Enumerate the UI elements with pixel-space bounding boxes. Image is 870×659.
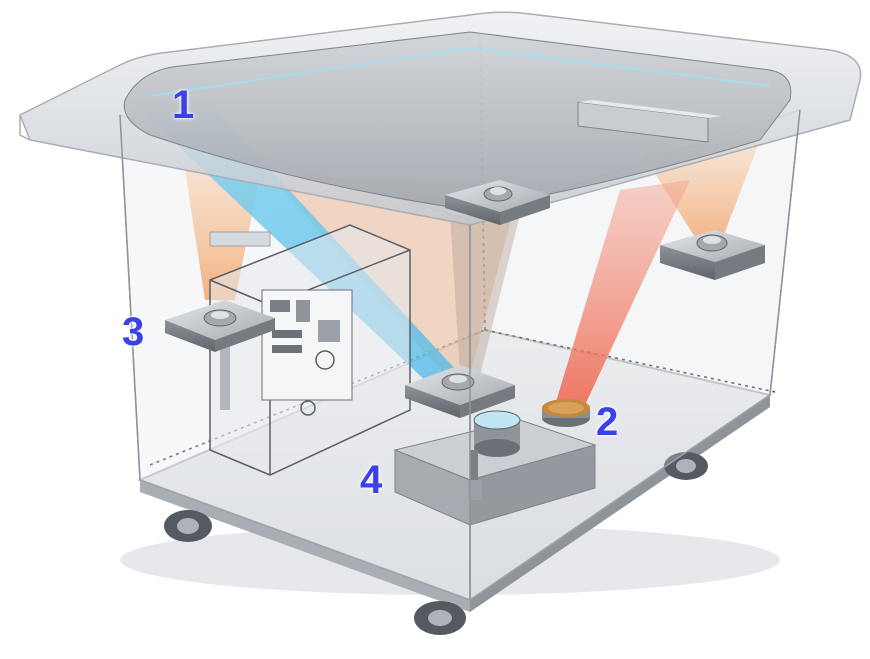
- red-beam: [555, 180, 690, 405]
- projector-unit-icon: [165, 300, 275, 352]
- caster-wheel-icon: [414, 601, 466, 635]
- projector-unit-icon: [445, 180, 550, 225]
- callout-3: 3: [122, 310, 145, 354]
- enclosure-frame: [119, 109, 801, 600]
- caster-wheel-icon: [664, 452, 708, 480]
- computer-case-icon: [209, 224, 411, 476]
- caster-wheel-icon: [164, 510, 212, 542]
- callout-1: 1: [172, 83, 195, 127]
- infrared-camera-icon: [542, 399, 590, 427]
- enclosure-hidden-edges: [149, 39, 776, 466]
- callout-4: 4: [360, 458, 383, 502]
- camera-housing-icon: [393, 410, 597, 526]
- table-top-surface-icon: [19, 11, 862, 226]
- callout-2: 2: [596, 400, 619, 444]
- mirror-icon: [209, 231, 271, 247]
- projector-unit-icon: [405, 365, 515, 418]
- projector-unit-icon: [660, 230, 765, 280]
- mirror-icon: [577, 100, 722, 143]
